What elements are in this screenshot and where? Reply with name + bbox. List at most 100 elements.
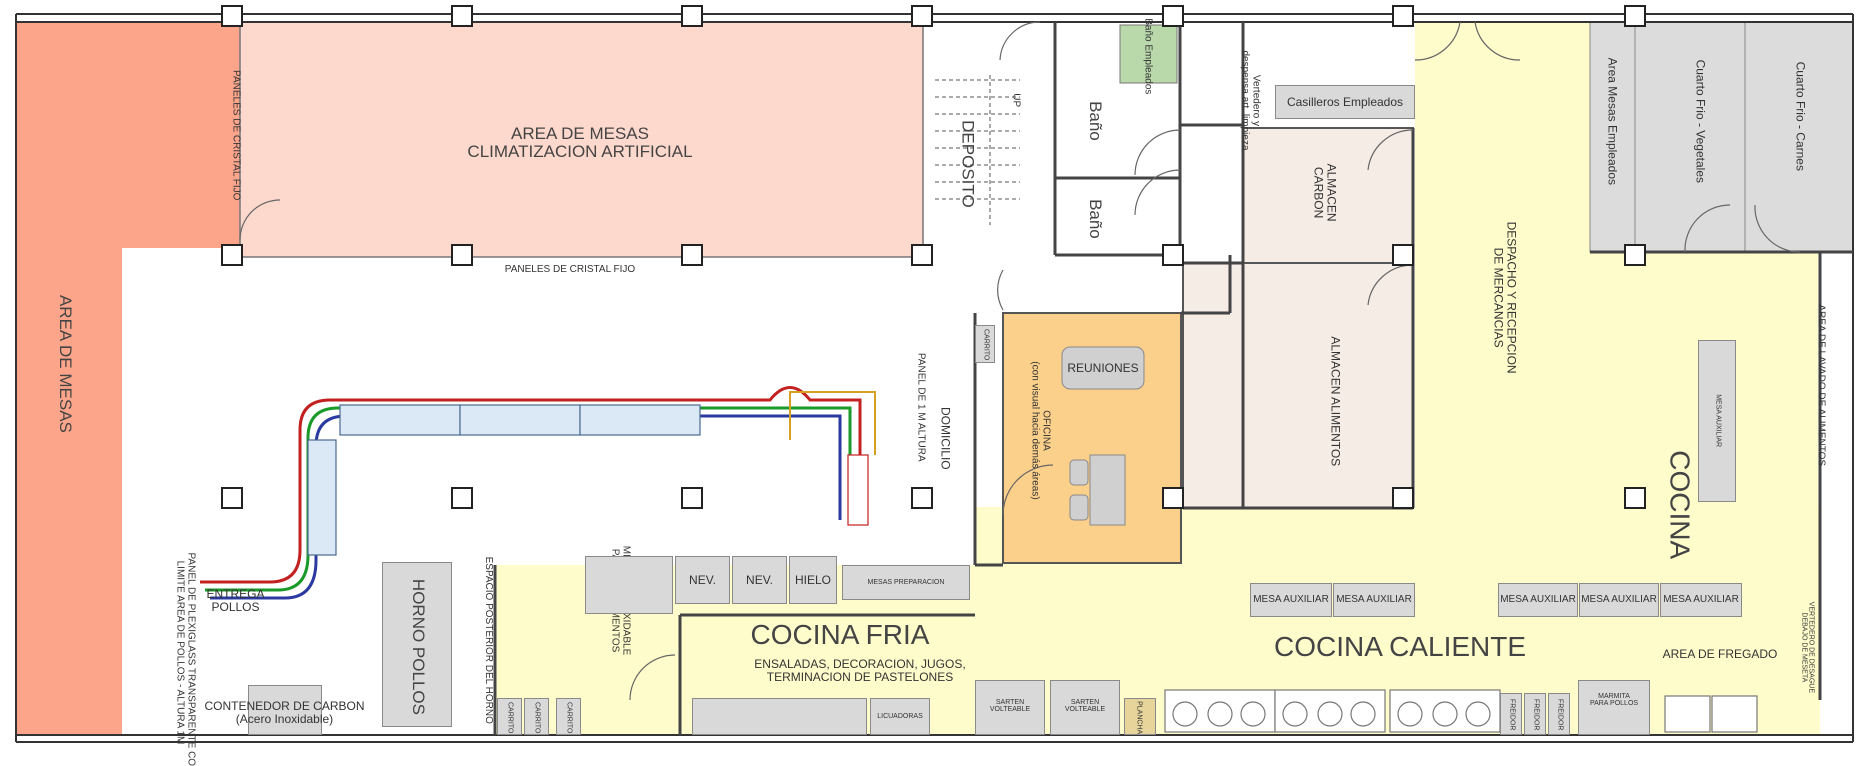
marmita-box: MARMITA PARA POLLOS: [1578, 680, 1650, 735]
contenedor-carbon-line2: (Acero Inoxidable): [236, 712, 333, 726]
carrito-office-label: CARRITO: [982, 325, 989, 365]
mesa-auxiliar-trio-a-label: MESA AUXILIAR: [1500, 594, 1576, 605]
vertedero-line2: despensa art. limpieza: [1240, 50, 1251, 150]
carrito-b-label: CARRITO: [533, 698, 540, 738]
carrito-b-box: CARRITO: [524, 698, 549, 735]
panel-plexiglass-line1: PANEL DE PLEXIGLASS TRANSPARENTE CO: [186, 553, 197, 766]
despacho-line1: DESPACHO Y RECEPCION: [1505, 222, 1519, 374]
mesas-preparacion-label: MESAS PREPARACION: [868, 579, 945, 586]
marmita-line2: PARA POLLOS: [1590, 700, 1638, 707]
hielo-label: HIELO: [795, 573, 831, 587]
entrega-pollos-label: ENTREGA POLLOS: [198, 588, 273, 613]
sarten-1-line1: SARTEN: [996, 699, 1024, 706]
mesa-auxiliar-pair-1a-label: MESA AUXILIAR: [1253, 594, 1329, 605]
almacen-alimentos-label: ALMACEN ALIMENTOS: [1329, 321, 1342, 481]
bano-1-label: Baño: [1086, 96, 1104, 146]
area-climatizada-label: AREA DE MESAS CLIMATIZACION ARTIFICIAL: [430, 125, 730, 161]
hielo-box: HIELO: [789, 556, 837, 604]
nev-2-label: NEV.: [746, 573, 773, 587]
freidor-2-label: FREIDOR: [1532, 695, 1539, 735]
freidor-1-box: FREIDOR: [1500, 693, 1522, 735]
mesa-auxiliar-trio-b: MESA AUXILIAR: [1579, 583, 1659, 617]
sarten-2-box: SARTEN VOLTEABLE: [1050, 680, 1120, 735]
oficina-line2: (con visual hacia demás áreas): [1030, 361, 1041, 499]
plancha-box: PLANCHA: [1124, 698, 1156, 735]
oficina-line1: OFICINA: [1041, 410, 1052, 451]
panel-plexiglass-label: PANEL DE PLEXIGLASS TRANSPARENTE CO LIMI…: [175, 553, 196, 753]
cocina-fria-sub: ENSALADAS, DECORACION, JUGOS, TERMINACIO…: [740, 658, 980, 683]
licuadoras-label: LICUADORAS: [877, 713, 923, 720]
almacen-carbon-line2: CARBON: [1312, 167, 1326, 218]
panel-1m-label: PANEL DE 1 M ALTURA: [915, 347, 926, 467]
area-fregado-label: AREA DE FREGADO: [1650, 648, 1790, 661]
mesa-auxiliar-pair-1b-label: MESA AUXILIAR: [1336, 594, 1412, 605]
mesa-auxiliar-trio-a: MESA AUXILIAR: [1498, 583, 1578, 617]
vertedero-desague-label: VERTEDERO DE DESAGUE DEBAJO DE MESETA: [1800, 592, 1815, 702]
cuarto-vegetales-zone: [1635, 22, 1745, 252]
sarten-2-line1: SARTEN: [1071, 699, 1099, 706]
bano-2-label: Baño: [1086, 194, 1104, 244]
mesas-preparacion-box: MESAS PREPARACION: [842, 565, 970, 600]
nev-1-label: NEV.: [689, 573, 716, 587]
sarten-2-line2: VOLTEABLE: [1065, 706, 1105, 713]
cocina-fria-sub-line2: TERMINACION DE PASTELONES: [767, 670, 953, 684]
freidor-3-label: FREIDOR: [1556, 695, 1563, 735]
oficina-label: OFICINA (con visual hacia demás áreas): [1030, 351, 1051, 511]
deposito-label: DEPOSITO: [959, 116, 977, 211]
almacen-carbon-line1: ALMACEN: [1325, 164, 1339, 222]
horno-pollos-label: HORNO POLLOS: [409, 579, 427, 709]
area-climatizada-line1: AREA DE MESAS: [511, 124, 649, 143]
plancha-label: PLANCHA: [1135, 698, 1142, 738]
mesa-auxiliar-trio-c: MESA AUXILIAR: [1660, 583, 1742, 617]
burners: [1165, 690, 1757, 732]
almacen-carbon-label: ALMACEN CARBON: [1312, 153, 1337, 233]
area-de-mesas-label: AREA DE MESAS: [56, 289, 74, 439]
freidor-3-box: FREIDOR: [1548, 693, 1570, 735]
cocina-fria-label: COCINA FRIA: [740, 620, 940, 649]
casilleros-label: Casilleros Empleados: [1287, 95, 1403, 109]
espacio-posterior-label: ESPACIO POSTERIOR DEL HORNO: [482, 553, 493, 728]
mesa-auxiliar-pair-1a: MESA AUXILIAR: [1250, 583, 1332, 617]
up-label: UP: [1010, 85, 1021, 115]
mesa-auxiliar-pair-1b: MESA AUXILIAR: [1333, 583, 1415, 617]
freidor-2-box: FREIDOR: [1524, 693, 1546, 735]
contenedor-carbon-label: CONTENEDOR DE CARBON (Acero Inoxidable): [202, 700, 367, 725]
stairs: [935, 75, 1020, 225]
cocina-caliente-label: COCINA CALIENTE: [1260, 632, 1540, 661]
despacho-label: DESPACHO Y RECEPCION DE MERCANCIAS: [1492, 198, 1517, 398]
nev-2-box: NEV.: [732, 556, 787, 604]
mesa-auxiliar-vertical-label: MESA AUXILIAR: [1714, 381, 1721, 461]
paneles-vertical-label: PANELES DE CRISTAL FIJO: [230, 55, 241, 215]
vertedero-desague-line1: VERTEDERO DE DESAGUE: [1807, 602, 1814, 693]
mesa-auxiliar-vertical-box: MESA AUXILIAR: [1698, 340, 1736, 502]
despacho-line2: DE MERCANCIAS: [1492, 248, 1506, 348]
almacen-alimentos-zone: [1183, 263, 1413, 508]
entrega-pollos-line2: POLLOS: [211, 600, 259, 614]
reuniones-label: REUNIONES: [1063, 362, 1143, 375]
area-climatizada-line2: CLIMATIZACION ARTIFICIAL: [467, 142, 692, 161]
vertedero-label: Vertedero y despensa art. limpieza: [1240, 41, 1261, 161]
cuarto-vegetales-label: Cuarto Frio - Vegetales: [1694, 51, 1707, 191]
sarten-1-box: SARTEN VOLTEABLE: [975, 680, 1045, 735]
carrito-a-label: CARRITO: [506, 698, 513, 738]
nev-1-box: NEV.: [675, 556, 730, 604]
licuadoras-box: LICUADORAS: [870, 698, 930, 735]
paneles-horizontal-label: PANELES DE CRISTAL FIJO: [470, 265, 670, 276]
area-de-mesas-zone: [16, 22, 240, 735]
mesa-inox-box: [585, 556, 673, 614]
carrito-office-box: CARRITO: [975, 325, 995, 363]
carrito-a-box: CARRITO: [497, 698, 522, 735]
sarten-1-line2: VOLTEABLE: [990, 706, 1030, 713]
carrito-c-label: CARRITO: [565, 698, 572, 738]
cocina-label: COCINA: [1665, 445, 1694, 565]
cuarto-carnes-label: Cuarto Frio - Carnes: [1794, 46, 1807, 186]
counter-display-cases: [308, 405, 868, 555]
casilleros-box: Casilleros Empleados: [1275, 85, 1415, 119]
mesas-empleados-label: Area Mesas Empleados: [1606, 51, 1619, 191]
horno-pollos-box: HORNO POLLOS: [382, 562, 452, 727]
freidor-1-label: FREIDOR: [1508, 695, 1515, 735]
panel-plexiglass-line2: LIMITE AREA DE POLLOS - ALTURA 1M: [175, 561, 186, 745]
area-lavado-label: AREA DE LAVADO DE ALIMENTOS: [1815, 295, 1826, 475]
mesa-auxiliar-trio-c-label: MESA AUXILIAR: [1663, 594, 1739, 605]
vertedero-desague-line2: DEBAJO DE MESETA: [1800, 612, 1807, 682]
